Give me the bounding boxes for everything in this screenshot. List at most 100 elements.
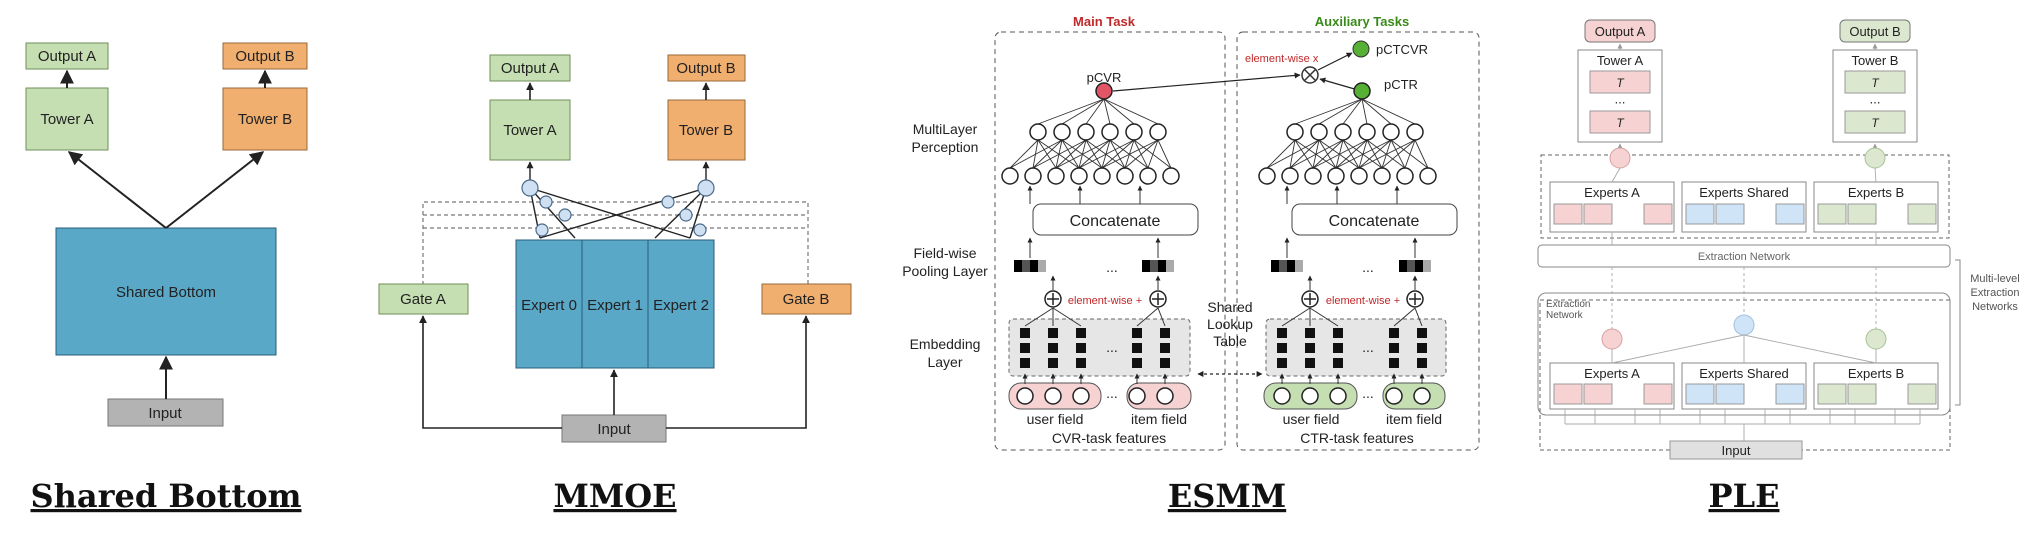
esmm-ctr-plus-icon [1409, 293, 1421, 305]
esmm-embedding-label-1: Embedding [910, 336, 981, 352]
ple-expert-cells [1553, 203, 1937, 405]
esmm-cvr-edge-top [1085, 98, 1105, 125]
ple-upper-dashed [1540, 154, 1950, 239]
esmm-ctr-emb-cell [1389, 343, 1399, 353]
esmm-ctr-edge [1342, 139, 1383, 169]
ple-expert-cell [1817, 203, 1847, 225]
esmm-aux-task-title: Auxiliary Tasks [1315, 14, 1409, 29]
esmm-ctr-plus-icon [1304, 293, 1316, 305]
esmm-cvr-emb-link [1157, 307, 1166, 327]
svg-text:T: T [1616, 116, 1625, 130]
esmm-ctr-neuron-bottom [1327, 167, 1345, 185]
esmm-cvr-feature-node [1072, 387, 1090, 405]
esmm-ctr-item-field: item field [1386, 411, 1442, 427]
esmm-ctr-neuron-bottom [1419, 167, 1437, 185]
esmm-ctr-element-wise-plus: element-wise + [1326, 295, 1400, 307]
ple-tower-a-label: Tower A [1597, 53, 1644, 68]
mmoe-gate-a-label: Gate A [400, 291, 446, 308]
mmoe-output-b [667, 54, 746, 82]
esmm-shared-lookup-1: Shared [1207, 299, 1252, 315]
shared-bottom-block-label: Shared Bottom [116, 284, 216, 301]
esmm-ctr-pool-block [1407, 260, 1415, 272]
esmm-cvr-edge [1009, 139, 1039, 169]
ple-lower-experts-b-label: Experts B [1848, 366, 1904, 381]
esmm-ctr-feature-node [1385, 387, 1403, 405]
esmm-cvr-edge [1101, 139, 1159, 169]
esmm-cvr-edge [1037, 139, 1080, 169]
esmm-ctr-emb-link [1414, 307, 1423, 327]
esmm-ctr-edge [1358, 139, 1416, 169]
mmoe-expert-2-label: Expert 2 [653, 297, 709, 314]
esmm-ctr-emb-cell [1389, 328, 1399, 338]
mmoe-gate-b [761, 283, 852, 315]
ple-upper-gate-b [1864, 147, 1886, 169]
esmm-ctr-neuron-mid [1358, 123, 1376, 141]
mmoe-expert-0-label: Expert 0 [521, 297, 577, 314]
esmm-ctr-edge [1390, 139, 1406, 169]
esmm-ctr-emb-cell [1277, 358, 1287, 368]
esmm-ctr-neuron-mid [1406, 123, 1424, 141]
esmm-ctr-edge-top [1342, 98, 1363, 125]
esmm-cvr-edge-top [1061, 98, 1105, 125]
esmm-ctr-ellipsis-1: ... [1362, 385, 1374, 401]
esmm-ctr-emb-cell [1333, 343, 1343, 353]
ple-expert-cell [1817, 383, 1847, 405]
ple-diagram: Output A Output B Tower A ⋯ T T Tower B … [1537, 19, 2020, 515]
ple-expert-cell [1775, 383, 1805, 405]
ple-multilevel-bracket [1955, 259, 1961, 406]
esmm-cvr-edge-top [1037, 98, 1105, 125]
esmm-cvr-feature-node [1044, 387, 1062, 405]
esmm-cvr-concatenate-label: Concatenate [1070, 213, 1161, 230]
esmm-ctr-emb-cell [1417, 343, 1427, 353]
mmoe-expert-2 [647, 239, 715, 369]
ple-output-a-label: Output A [1595, 24, 1646, 39]
esmm-cvr-emb-cell [1132, 358, 1142, 368]
shared-bottom-output-a [25, 42, 109, 70]
esmm-shared-lookup-3: Table [1213, 333, 1247, 349]
esmm-cvr-neuron-mid [1053, 123, 1071, 141]
ple-expert-cell [1643, 383, 1673, 405]
esmm-ctr-emb-cell [1277, 328, 1287, 338]
esmm-cvr-emb-cell [1048, 328, 1058, 338]
mmoe-input [561, 414, 667, 443]
esmm-ctr-pool-block [1415, 260, 1423, 272]
esmm-ctr-emb-cell [1417, 328, 1427, 338]
esmm-cvr-neuron-bottom [1070, 167, 1088, 185]
esmm-cvr-emb-cell [1076, 358, 1086, 368]
esmm-cvr-concatenate [1032, 203, 1199, 236]
mmoe-gate-a [378, 283, 469, 315]
esmm-multilayer-label-2: Perception [912, 139, 979, 155]
svg-text:⋯: ⋯ [1870, 97, 1881, 109]
ple-expert-cell [1583, 203, 1613, 225]
esmm-main-task-title: Main Task [1073, 14, 1136, 29]
esmm-ctr-pool-block [1399, 260, 1407, 272]
esmm-cvr-edge [1061, 139, 1103, 169]
esmm-fieldwise-label-1: Field-wise [913, 245, 976, 261]
esmm-cvr-edge [1085, 139, 1126, 169]
esmm-ctr-neuron-mid [1382, 123, 1400, 141]
ple-expert-cell [1583, 383, 1613, 405]
esmm-cvr-neuron-mid [1029, 123, 1047, 141]
esmm-element-wise-x: element-wise x [1245, 53, 1319, 65]
esmm-cvr-feature-node [1156, 387, 1174, 405]
esmm-caption: ESMM [1168, 477, 1286, 515]
ple-expert-cell [1553, 383, 1583, 405]
esmm-shared-lookup-2: Lookup [1207, 316, 1253, 332]
esmm-ctr-emb-cell [1305, 358, 1315, 368]
esmm-cvr-emb-cell [1048, 358, 1058, 368]
ple-multilevel-label-2: Extraction [1971, 287, 2020, 299]
esmm-cvr-emb-link [1024, 307, 1054, 327]
ple-output-b-label: Output B [1849, 24, 1900, 39]
esmm-cvr-feature-node [1016, 387, 1034, 405]
ple-expert-cell [1715, 203, 1745, 225]
esmm-ctr-neuron-bottom [1304, 167, 1322, 185]
ple-multilevel-label-3: Networks [1972, 301, 2018, 313]
ple-caption: PLE [1709, 477, 1780, 515]
sb-arrow-tower-b [165, 151, 265, 229]
esmm-ctr-edge [1366, 139, 1406, 169]
esmm-pcvr-label: pCVR [1087, 70, 1122, 85]
esmm-cvr-plus-icon [1047, 293, 1059, 305]
ple-lower-extraction-label-2: Network [1546, 310, 1584, 321]
esmm-ctr-neuron-bottom [1396, 167, 1414, 185]
esmm-cvr-emb-cell [1048, 343, 1058, 353]
